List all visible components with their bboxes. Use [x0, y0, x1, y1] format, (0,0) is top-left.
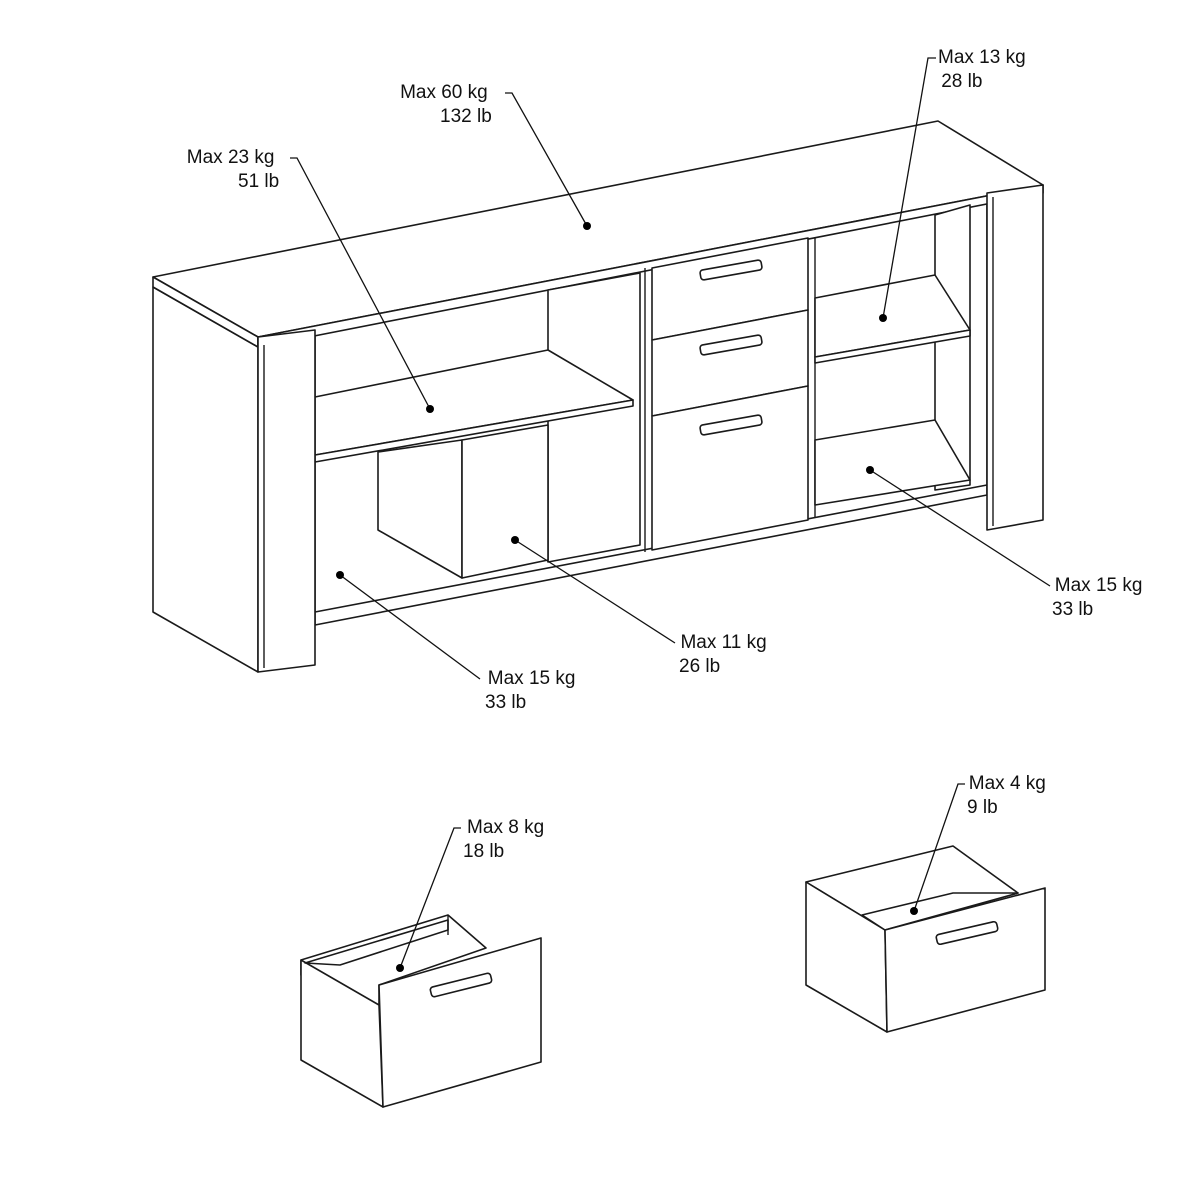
lower-divider-2 — [461, 424, 549, 579]
leader-lines — [290, 57, 1051, 969]
load-points — [336, 222, 918, 972]
drawer-handles — [699, 259, 763, 436]
sideboard — [152, 120, 1044, 673]
left-side-panel — [152, 286, 259, 673]
large-drawer-front — [378, 937, 542, 1108]
right-upper-shelf-edge — [814, 329, 971, 364]
small-drawer — [805, 845, 1046, 1033]
right-inner-wall — [934, 204, 971, 491]
right-lower-shelf — [814, 419, 971, 506]
drawer-front-3 — [651, 385, 809, 551]
right-front-leg — [986, 184, 1044, 531]
left-front-leg — [257, 329, 316, 673]
large-drawer — [300, 914, 542, 1108]
small-drawer-floor — [861, 892, 1019, 931]
small-drawer-front — [884, 887, 1046, 1033]
